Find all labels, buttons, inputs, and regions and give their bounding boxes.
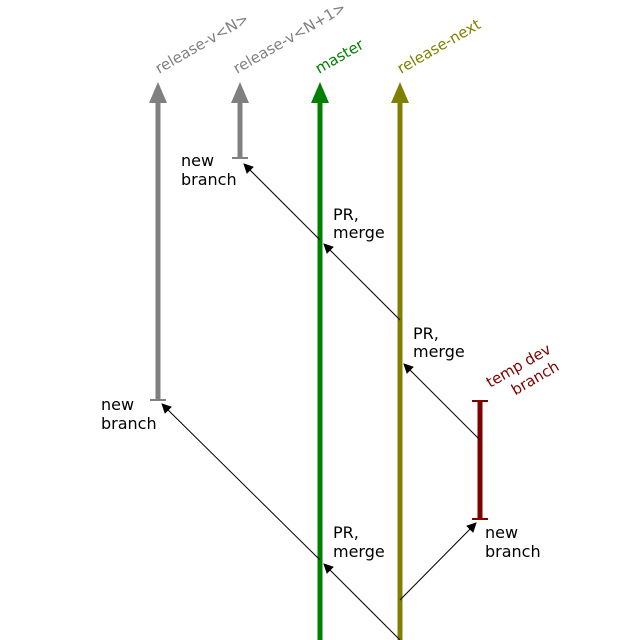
temp-dev-branch [472, 400, 488, 520]
pr-merge-note-2-line-1: PR, [413, 324, 439, 343]
new-branch-note-2-line-1: new [101, 395, 134, 414]
pr-merge-note-3-line-2: merge [333, 542, 385, 561]
master-label: master [312, 35, 368, 77]
master-branch [311, 82, 329, 640]
arrow-temp-dev-to-release-next [403, 363, 481, 441]
pr-merge-note-3-line-1: PR, [333, 523, 359, 542]
pr-merge-note-2: PR, merge [413, 324, 465, 361]
pr-merge-note-2-line-2: merge [413, 342, 465, 361]
arrow-master-to-release-n [161, 403, 321, 561]
new-branch-note-3-line-2: branch [485, 542, 541, 561]
master-arrowhead [311, 82, 329, 103]
new-branch-note-2: new branch [101, 395, 157, 433]
new-branch-note-3: new branch [485, 523, 541, 561]
arrow-release-next-to-temp-dev [399, 522, 477, 601]
arrow-base-to-master [323, 563, 401, 640]
release-next-arrowhead [391, 82, 409, 103]
pr-merge-note-1-line-1: PR, [333, 205, 359, 224]
flow-arrows [161, 163, 481, 640]
release-n-arrowhead [149, 82, 167, 103]
temp-dev-label: temp dev branch [483, 340, 562, 399]
release-n1-arrowhead [231, 82, 249, 103]
release-n-branch [149, 82, 167, 401]
pr-merge-note-3: PR, merge [333, 523, 385, 561]
release-n1-branch [231, 82, 249, 159]
new-branch-note-1-line-2: branch [181, 170, 237, 189]
arrow-master-to-release-n1 [243, 163, 321, 241]
arrow-release-next-to-master [323, 243, 401, 321]
pr-merge-note-1-line-2: merge [333, 223, 385, 242]
release-next-label: release-next [394, 15, 484, 77]
new-branch-note-1: new branch [181, 151, 237, 189]
pr-merge-note-1: PR, merge [333, 205, 385, 242]
new-branch-note-2-line-2: branch [101, 414, 157, 433]
new-branch-note-1-line-1: new [181, 151, 214, 170]
new-branch-note-3-line-1: new [485, 523, 518, 542]
release-next-branch [391, 82, 409, 640]
